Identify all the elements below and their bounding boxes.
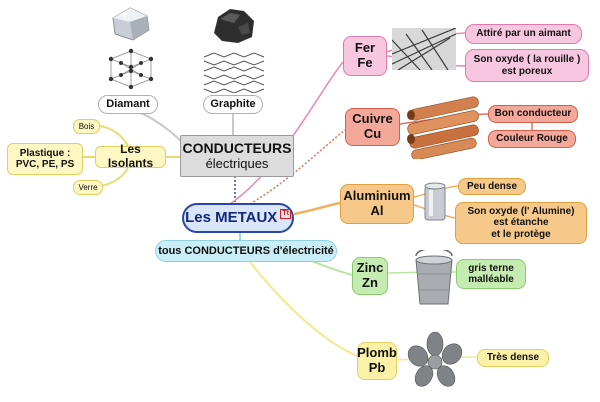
fer-property-2[interactable]: Son oxyde ( la rouille ) est poreux [465,49,589,82]
metaux-label: Les METAUX [185,209,278,227]
link-metaux-plomb [249,261,358,357]
graphite-label: Graphite [210,98,256,111]
diamant-label: Diamant [106,98,150,111]
plomb-name: Plomb [357,345,397,361]
aluminium-property-2[interactable]: Son oxyde (l' Alumine) est étanche et le… [455,202,587,244]
conducteurs-label: tous CONDUCTEURS d'électricité [158,244,334,257]
graphite-rock-icon [214,9,254,43]
isolants-node[interactable]: Les Isolants [95,142,166,170]
zinc-name: Zinc [356,260,384,276]
conducteurs-node[interactable]: tous CONDUCTEURS d'électricité [155,240,337,262]
lead-pieces-icon [407,331,463,387]
isolant-plastique-node[interactable]: Plastique : PVC, PE, PS [7,143,83,175]
aluminium-property-1[interactable]: Peu dense [458,178,526,195]
zinc-bucket-icon [415,250,453,305]
zinc-node[interactable]: Zinc Zn [352,257,388,295]
metaux-note-badge[interactable]: Tt [280,209,291,220]
fer-property-1[interactable]: Attiré par un aimant [465,24,582,44]
link-metaux-cuivre [249,129,346,205]
link-isolants-bois [99,125,129,147]
copper-pipes-icon [407,96,479,159]
cuivre-property-1[interactable]: Bon conducteur [488,105,578,123]
isolant-verre-node[interactable]: Verre [73,180,103,195]
plomb-node[interactable]: Plomb Pb [357,342,397,380]
plomb-property-1[interactable]: Très dense [477,349,549,367]
diamond-crystal-icon [112,7,150,41]
isolant-bois-label: Bois [78,121,95,131]
fer-property-2-text: Son oxyde ( la rouille ) est poreux [473,54,581,77]
aluminium-property-1-text: Peu dense [466,180,518,192]
link-metaux-aluminium [293,201,341,216]
link-metaux-fer [229,61,344,205]
zinc-property-1[interactable]: gris terne malléable [456,259,526,289]
link-center-diamant [139,112,183,143]
plomb-property-1-text: Très dense [486,352,540,364]
aluminium-name: Aluminium [343,188,411,204]
isolant-bois-node[interactable]: Bois [73,119,100,134]
cuivre-symbol: Cu [363,126,382,141]
graphite-layers-icon [203,52,265,93]
zinc-property-1-text: gris terne malléable [468,262,514,286]
center-title-line2: électriques [205,155,269,171]
aluminium-property-2-text: Son oxyde (l' Alumine) est étanche et le… [467,205,575,240]
iron-structure-icon [392,28,456,70]
diamond-lattice-icon [108,48,154,90]
isolant-verre-label: Verre [78,182,98,192]
aluminium-node[interactable]: Aluminium Al [340,184,414,224]
cuivre-property-2-text: Couleur Rouge [496,133,568,145]
center-title-line1: CONDUCTEURS [182,140,292,157]
fer-symbol: Fe [357,55,373,70]
center-node[interactable]: CONDUCTEURS électriques [180,135,294,177]
fer-name: Fer [354,40,376,56]
metaux-node[interactable]: Les METAUX Tt [182,203,294,233]
cuivre-node[interactable]: Cuivre Cu [345,108,400,146]
aluminium-symbol: Al [370,203,384,218]
isolant-plastique-label: Plastique : PVC, PE, PS [15,147,75,171]
aluminium-can-icon [424,182,446,221]
fer-node[interactable]: Fer Fe [343,36,387,76]
cuivre-property-1-text: Bon conducteur [494,108,572,120]
plomb-symbol: Pb [368,360,386,375]
isolants-label: Les Isolants [107,142,154,170]
cuivre-property-2[interactable]: Couleur Rouge [488,130,576,148]
fer-property-1-text: Attiré par un aimant [476,28,571,40]
graphite-node[interactable]: Graphite [203,95,263,114]
diamant-node[interactable]: Diamant [98,95,158,114]
zinc-symbol: Zn [362,275,378,290]
cuivre-name: Cuivre [352,111,393,127]
